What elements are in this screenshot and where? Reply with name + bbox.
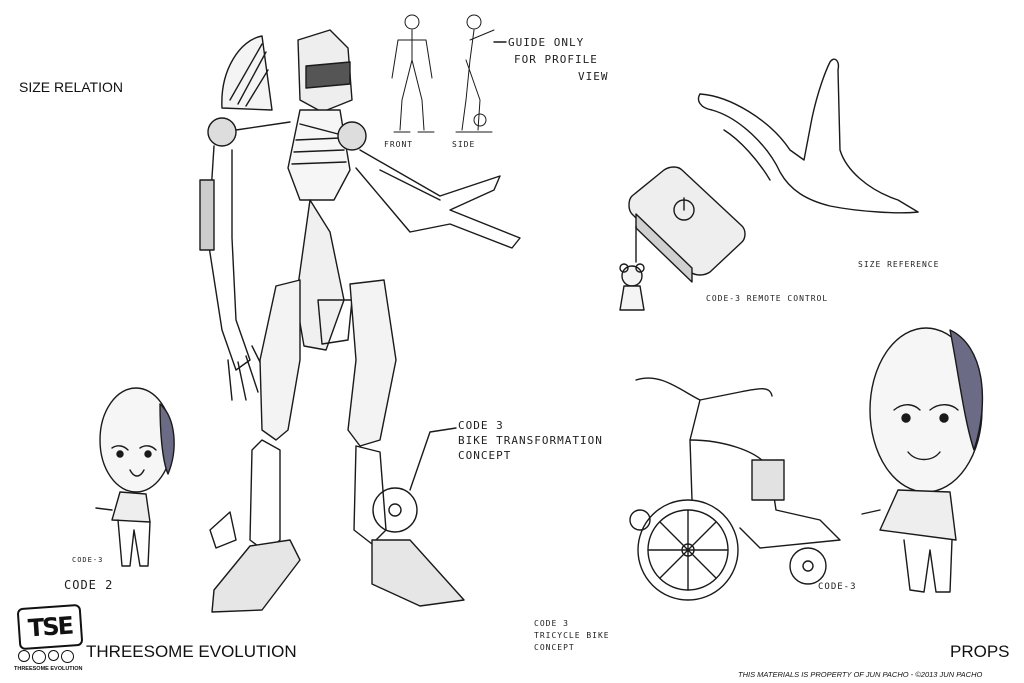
hand-sketch (699, 59, 919, 213)
logo-subtext: THREESOME EVOLUTION (14, 666, 83, 672)
trike-note-line1: CODE 3 (534, 619, 569, 628)
remote-control-label: CODE-3 REMOTE CONTROL (706, 294, 829, 303)
character-large-sketch (862, 328, 982, 592)
bike-leader-line (410, 428, 456, 490)
logo-bubbles (18, 650, 82, 664)
profile-guide-sketch (392, 15, 494, 132)
bike-note-line1: CODE 3 (458, 419, 504, 432)
robot-sketch (200, 30, 520, 612)
bike-note-line3: CONCEPT (458, 449, 512, 462)
guide-note: GUIDE ONLY FOR PROFILE VIEW (508, 34, 628, 85)
props-heading: PROPS (950, 642, 1010, 661)
guide-note-line1: GUIDE ONLY (508, 36, 585, 49)
trike-note-line3: CONCEPT (534, 643, 575, 652)
remote-control-sketch (620, 167, 745, 310)
tricycle-sketch (630, 378, 840, 600)
side-label: SIDE (452, 140, 476, 149)
code2-label: CODE 2 (64, 578, 114, 592)
character-small-sketch (96, 388, 174, 566)
bike-note-line2: BIKE TRANSFORMATION (458, 434, 603, 447)
trike-note-line2: TRICYCLE BIKE (534, 631, 610, 640)
size-relation-heading: SIZE RELATION (19, 79, 123, 95)
logo-mark: TSE (16, 603, 84, 651)
brand-logo: TSE THREESOME EVOLUTION (14, 603, 84, 672)
size-reference-label: SIZE REFERENCE (858, 260, 940, 269)
bike-transformation-note: CODE 3 BIKE TRANSFORMATION CONCEPT (458, 418, 628, 463)
guide-note-line3: VIEW (578, 70, 609, 83)
guide-note-line2: FOR PROFILE (514, 53, 598, 66)
copyright-footer: THIS MATERIALS IS PROPERTY OF JUN PACHO … (738, 670, 983, 679)
brand-heading: THREESOME EVOLUTION (86, 642, 297, 661)
code3-small-label: CODE-3 (72, 556, 104, 564)
code3-right-label: CODE-3 (818, 582, 857, 592)
front-label: FRONT (384, 140, 414, 149)
tricycle-note: CODE 3 TRICYCLE BIKE CONCEPT (534, 618, 654, 654)
